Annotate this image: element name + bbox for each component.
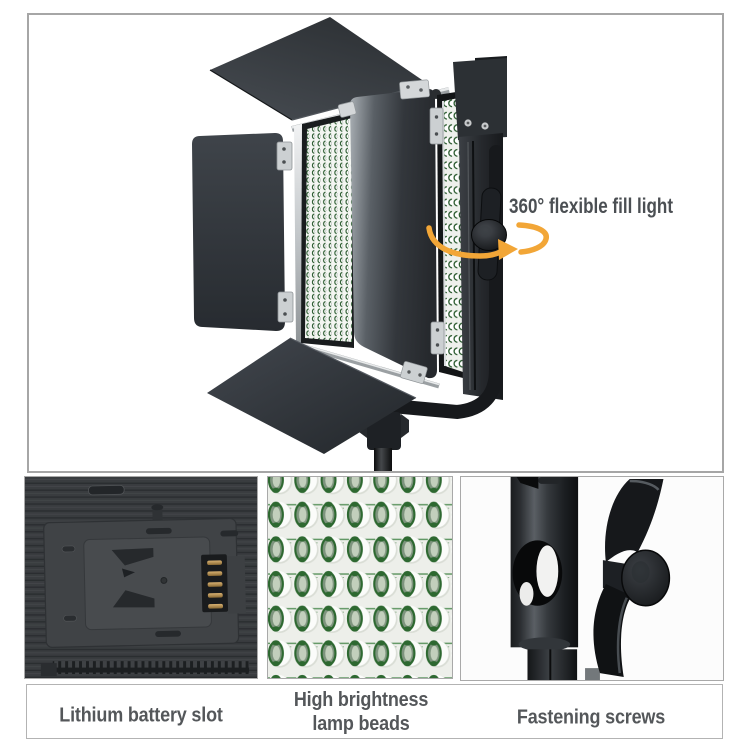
caption-battery-slot: Lithium battery slot xyxy=(59,704,223,727)
fastening-screw-illustration xyxy=(461,477,723,680)
lamp-beads-photo xyxy=(267,476,453,679)
rotation-arrow-icon xyxy=(426,222,549,260)
annotation-360-label: 360° flexible fill light xyxy=(509,194,673,218)
caption-lamp-beads-line1: High brightness xyxy=(293,689,429,711)
left-barn-door xyxy=(192,133,294,331)
main-product-panel: 360° flexible fill light xyxy=(27,13,724,473)
fastening-screw-photo xyxy=(460,476,724,681)
vent-strip xyxy=(40,661,250,677)
battery-slot-photo xyxy=(24,476,258,679)
t-handle-screw xyxy=(593,478,671,678)
caption-lamp-beads-line2: lamp beads xyxy=(312,713,410,735)
led-array xyxy=(294,112,354,348)
right-barn-door xyxy=(350,88,437,379)
bottom-barn-door xyxy=(207,337,417,454)
caption-strip: Lithium battery slot High brightness lam… xyxy=(26,684,723,739)
battery-plate-illustration xyxy=(25,477,257,678)
lamp-beads-illustration xyxy=(268,477,452,678)
hinge-plates xyxy=(337,79,441,118)
caption-lamp-beads: High brightness lamp beads xyxy=(294,688,428,736)
v-mount-plate xyxy=(43,484,246,648)
bottom-hinge-plate xyxy=(400,361,428,384)
led-panel-light-photo: 360° flexible fill light xyxy=(192,17,673,471)
stand-receiver xyxy=(510,477,600,680)
caption-fastening-screws: Fastening screws xyxy=(516,706,666,729)
